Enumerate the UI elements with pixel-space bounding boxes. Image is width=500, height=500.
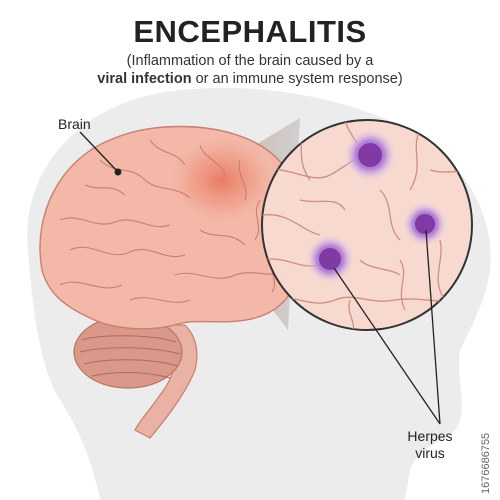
virus-label-line1: Herpes: [407, 428, 453, 444]
subtitle-rest: or an immune system response): [191, 71, 403, 87]
page-title: ENCEPHALITIS: [133, 14, 367, 49]
stock-id-watermark: 1676686755: [480, 432, 492, 494]
subtitle: (Inflammation of the brain caused by a v…: [0, 52, 500, 88]
cerebellum: [73, 315, 183, 389]
leader-lines: [79, 131, 441, 425]
subtitle-line1: (Inflammation of the brain caused by a: [126, 53, 374, 69]
herpes-virus-label: Herpes virus: [400, 428, 460, 462]
brain-label: Brain: [58, 116, 91, 132]
zoom-circle: [261, 119, 473, 331]
virus-label-line2: virus: [415, 445, 445, 461]
subtitle-bold: viral infection: [97, 71, 192, 87]
